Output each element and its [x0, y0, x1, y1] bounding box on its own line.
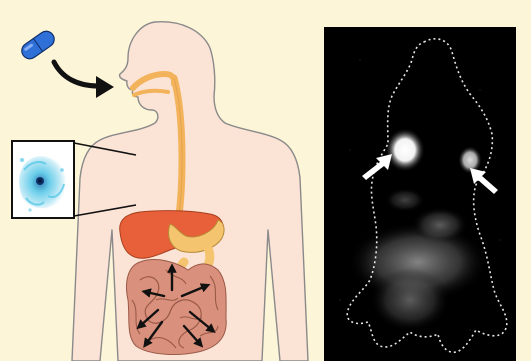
- bright-spot-left: [385, 128, 425, 172]
- imaging-panel: [324, 27, 516, 361]
- intestines: [127, 260, 227, 355]
- bright-spot-right: [458, 146, 482, 174]
